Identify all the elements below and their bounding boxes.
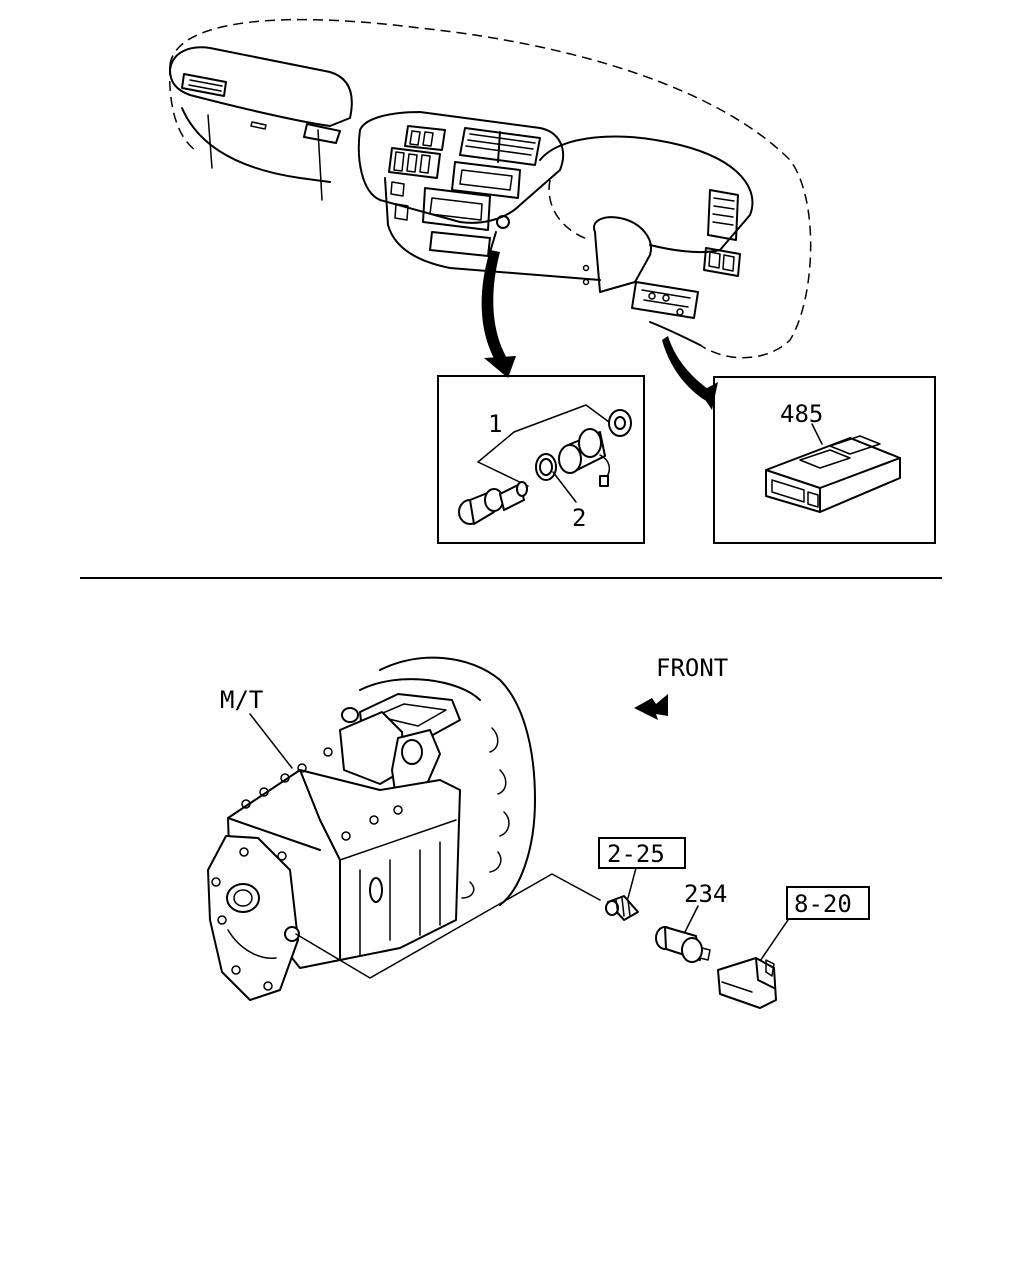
front-arrow-icon	[634, 694, 668, 720]
transmission-drawing	[207, 656, 601, 1001]
control-unit-drawing	[765, 423, 901, 513]
label-front: FRONT	[656, 654, 728, 682]
leader-234	[683, 905, 699, 935]
cigarette-lighter-drawing	[458, 404, 632, 525]
leader-2-25	[627, 867, 637, 899]
ref-box-2-25	[598, 837, 686, 869]
lighter-detail-box	[437, 375, 645, 544]
instrument-panel-drawing	[168, 18, 812, 359]
label-ref-2-25: 2-25	[607, 840, 665, 868]
label-manual-transmission: M/T	[220, 686, 263, 714]
label-part-234: 234	[684, 880, 727, 908]
label-part-2: 2	[572, 504, 586, 532]
reverse-switch-drawing	[605, 895, 639, 921]
bracket-drawing	[717, 957, 777, 1009]
leader-mt	[249, 713, 293, 769]
label-ref-8-20: 8-20	[794, 890, 852, 918]
label-part-1: 1	[488, 410, 502, 438]
pointer-arrows	[481, 231, 718, 410]
unit-detail-box	[713, 376, 936, 544]
label-part-485: 485	[780, 400, 823, 428]
ref-box-8-20	[786, 886, 870, 920]
neutral-switch-drawing	[655, 926, 711, 963]
leader-8-20	[757, 919, 789, 965]
